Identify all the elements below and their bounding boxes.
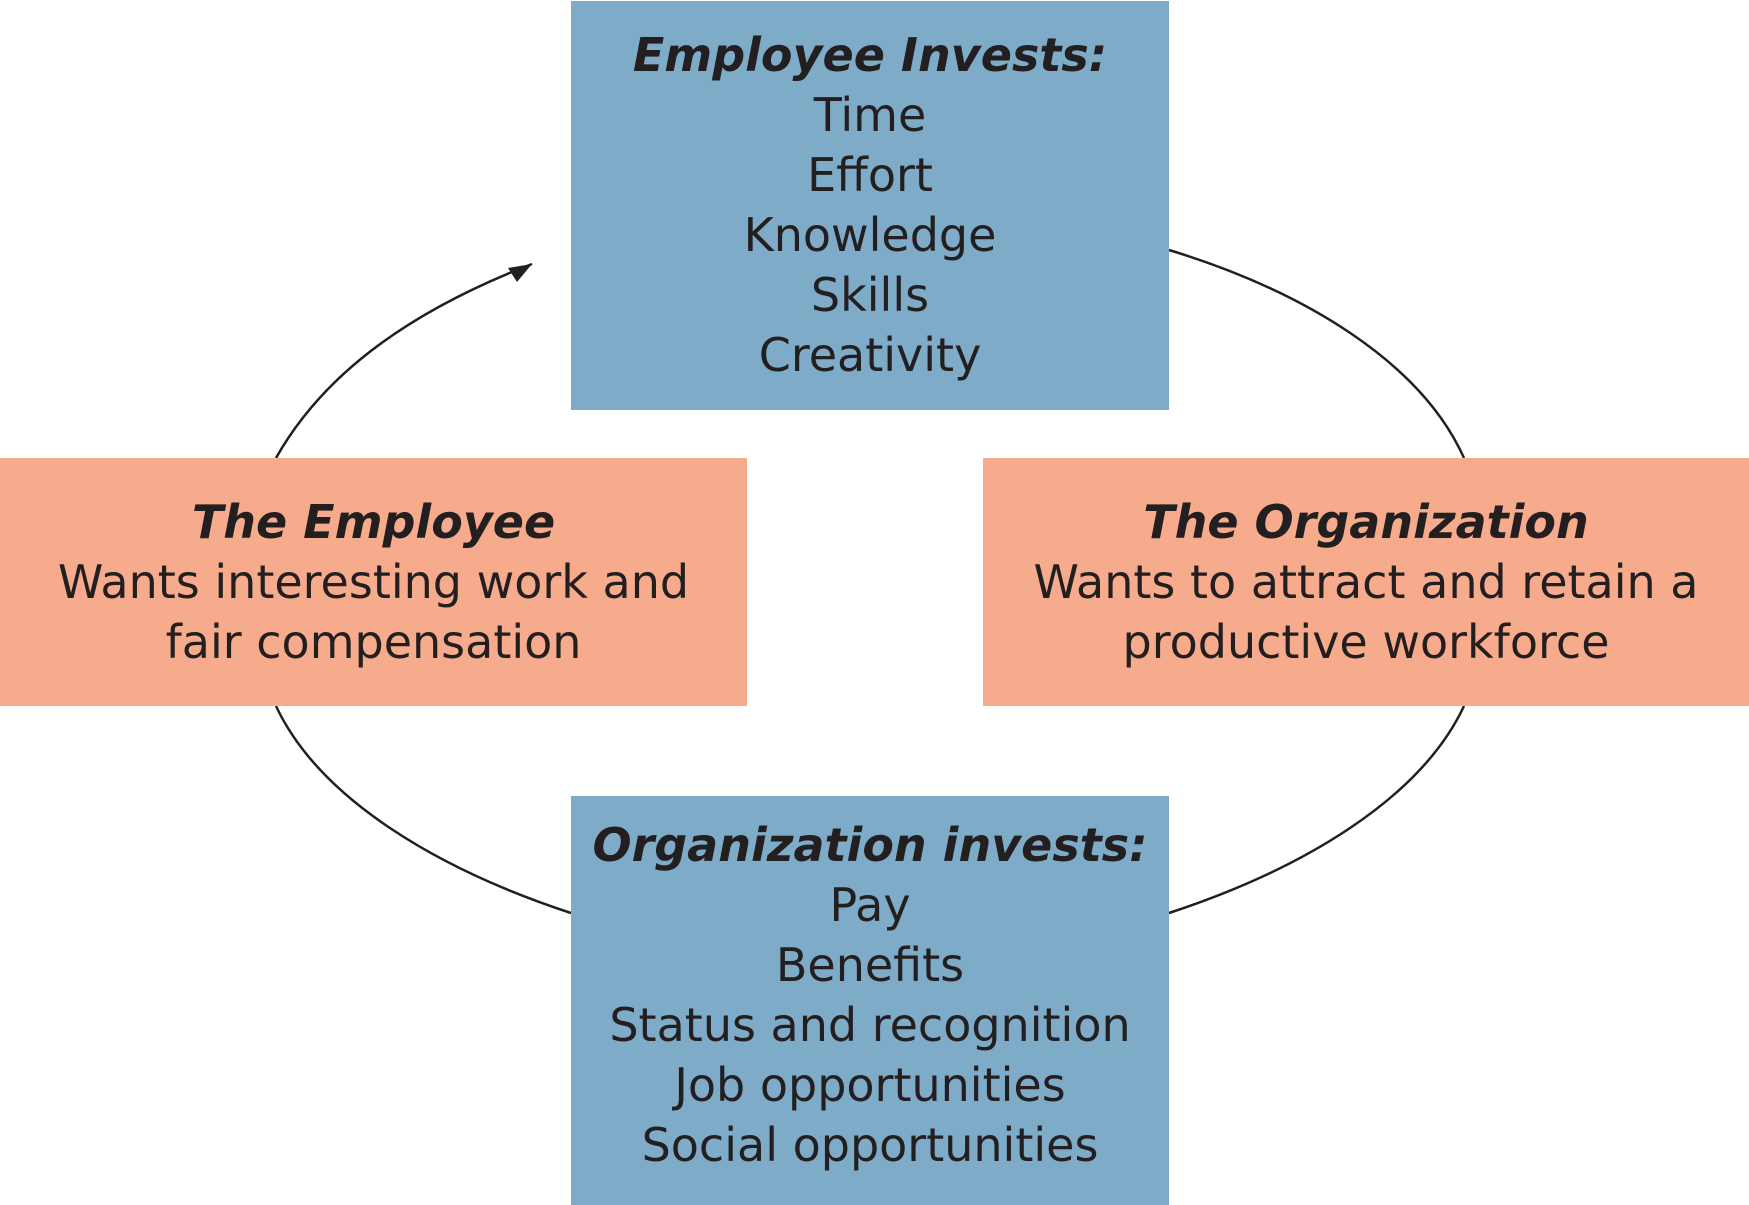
connector-employee-invests-to-organization — [1168, 248, 1466, 459]
organization-heading: The Organization — [1143, 495, 1589, 549]
employee-invests-item: Knowledge — [743, 208, 997, 262]
employee-invests-box: Employee Invests: Time Effort Knowledge … — [571, 1, 1169, 410]
organization-invests-item: Social opportunities — [641, 1118, 1099, 1172]
employee-description-line: Wants interesting work and — [57, 555, 690, 609]
organization-invests-heading: Organization invests: — [592, 818, 1148, 872]
arrowhead-icon — [508, 264, 532, 282]
employee-invests-item: Time — [813, 88, 927, 142]
organization-description-line: Wants to attract and retain a — [1033, 555, 1699, 609]
organization-invests-item: Status and recognition — [609, 998, 1131, 1052]
connector-organization-to-organization-invests — [1168, 705, 1466, 915]
employee-box: The Employee Wants interesting work and … — [0, 458, 747, 706]
employee-invests-item: Creativity — [758, 328, 982, 382]
organization-invests-item: Job opportunities — [674, 1058, 1066, 1112]
connector-employee-to-employee-invests — [274, 262, 533, 459]
organization-description-line: productive workforce — [1122, 615, 1610, 669]
employee-heading: The Employee — [191, 495, 556, 549]
employee-invests-item: Effort — [807, 148, 933, 202]
employee-invests-heading: Employee Invests: — [632, 28, 1108, 82]
organization-invests-item: Benefits — [775, 938, 965, 992]
employee-description-line: fair compensation — [165, 615, 582, 669]
organization-invests-box: Organization invests: Pay Benefits Statu… — [571, 796, 1169, 1205]
employee-invests-item: Skills — [810, 268, 930, 322]
connector-organization-invests-to-employee — [274, 705, 572, 915]
organization-box: The Organization Wants to attract and re… — [983, 458, 1749, 706]
organization-invests-item: Pay — [829, 878, 911, 932]
